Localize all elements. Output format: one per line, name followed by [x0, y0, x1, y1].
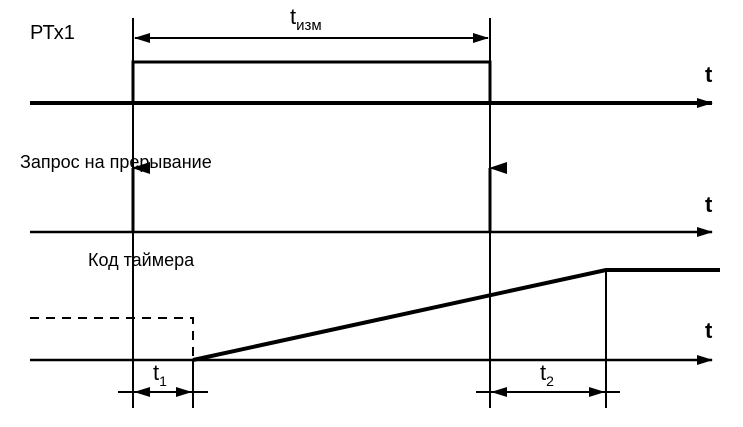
timer-previous-level	[30, 317, 194, 360]
axis-timer-label: t	[705, 318, 713, 343]
timer-ramp	[192, 268, 720, 362]
signal-label-irq: Запрос на прерывание	[20, 152, 212, 172]
signal-label-timer: Код таймера	[88, 250, 195, 270]
measure-interval-label: tизм	[290, 4, 322, 34]
t2-interval-label: t2	[540, 360, 554, 389]
axis-irq-label: t	[705, 192, 713, 217]
axis-ptx-label: t	[705, 62, 713, 87]
ptx-pulse	[131, 60, 492, 103]
t1-interval-label: t1	[153, 360, 167, 389]
signal-label-ptx: РТх1	[30, 22, 75, 44]
